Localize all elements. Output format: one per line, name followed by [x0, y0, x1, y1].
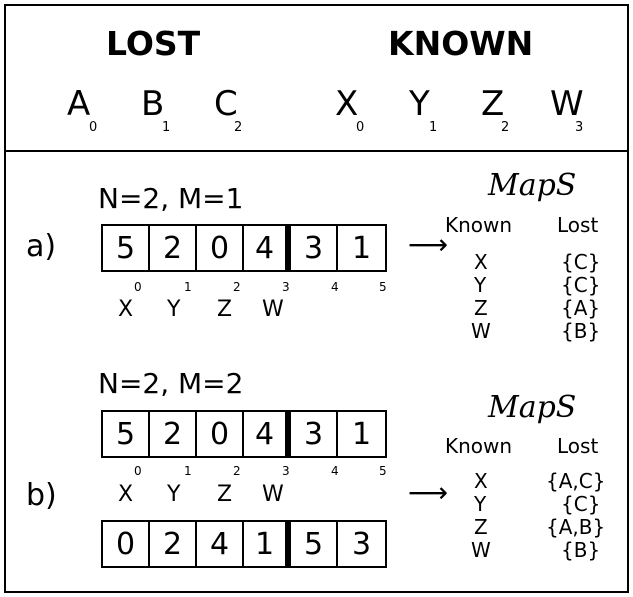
maps-lost-cell: {C} [561, 273, 601, 297]
array-index: 1 [184, 280, 192, 294]
lost-var-a: A [67, 84, 91, 124]
maps-known-cell: X [474, 469, 488, 493]
lost-var-a-sub: 0 [89, 120, 98, 135]
maps-lost-cell: {A,C} [546, 469, 606, 493]
example-a-col-known: Known [445, 213, 513, 237]
maps-known-cell: Z [474, 296, 488, 320]
known-var-y-sub: 1 [429, 120, 438, 135]
known-label: Z [217, 297, 233, 322]
array-cell: 5 [291, 522, 338, 566]
array-index: 5 [379, 280, 387, 294]
example-b-array-2: 0 2 4 1 5 3 [101, 520, 387, 568]
array-cell: 3 [291, 412, 338, 456]
array-cell: 3 [351, 526, 372, 562]
known-var-x-sub: 0 [356, 120, 365, 135]
array-cell: 1 [351, 230, 372, 266]
maps-lost-cell: {A} [561, 296, 601, 320]
maps-lost-cell: {A,B} [546, 515, 606, 539]
array-cell: 2 [150, 412, 197, 456]
array-cell: 5 [103, 412, 150, 456]
known-label: Z [217, 482, 233, 507]
example-b-case-label: b) [26, 478, 57, 513]
known-label: X [118, 482, 134, 507]
maps-lost-cell: {B} [561, 538, 601, 562]
array-index: 4 [331, 280, 339, 294]
example-b-maps-title: MapS [488, 390, 577, 425]
array-cell: 4 [197, 522, 244, 566]
known-var-w-sub: 3 [575, 120, 584, 135]
known-var-z-sub: 2 [501, 120, 510, 135]
header-divider [4, 150, 629, 152]
lost-var-b-sub: 1 [162, 120, 171, 135]
array-cell: 5 [103, 226, 150, 270]
example-b-params: N=2, M=2 [98, 367, 244, 400]
maps-known-cell: X [474, 250, 488, 274]
maps-known-cell: Y [474, 492, 487, 516]
mapping-arrow: ⟶ [408, 228, 449, 261]
array-cell: 1 [244, 522, 291, 566]
array-cell: 2 [150, 522, 197, 566]
known-label: W [262, 297, 284, 322]
array-cell: 2 [150, 226, 197, 270]
known-label: W [262, 482, 284, 507]
known-label: Y [167, 482, 181, 507]
array-index: 5 [379, 464, 387, 478]
maps-known-cell: W [471, 319, 491, 343]
example-a-maps-title: MapS [488, 168, 577, 203]
array-cell: 4 [244, 226, 291, 270]
example-a-params: N=2, M=1 [98, 182, 244, 215]
maps-known-cell: Z [474, 515, 488, 539]
example-a-col-lost: Lost [557, 213, 599, 237]
known-var-y: Y [409, 84, 430, 124]
known-label: Y [167, 297, 181, 322]
array-index: 3 [282, 464, 290, 478]
lost-var-b: B [141, 84, 165, 124]
maps-lost-cell: {B} [561, 319, 601, 343]
example-a-case-label: a) [26, 229, 57, 264]
array-index: 4 [331, 464, 339, 478]
known-var-w: W [550, 84, 584, 124]
array-cell: 0 [103, 522, 150, 566]
array-cell: 1 [351, 416, 372, 452]
array-index: 1 [184, 464, 192, 478]
lost-var-c-sub: 2 [234, 120, 243, 135]
array-index: 0 [134, 280, 142, 294]
array-cell: 0 [197, 226, 244, 270]
known-title: KNOWN [388, 24, 534, 63]
lost-title: LOST [106, 24, 201, 63]
array-index: 0 [134, 464, 142, 478]
lost-var-c: C [214, 84, 238, 124]
example-a-array: 5 2 0 4 3 1 [101, 224, 387, 272]
known-var-z: Z [481, 84, 505, 124]
figure-frame [4, 4, 629, 593]
maps-lost-cell: {C} [561, 492, 601, 516]
array-index: 2 [233, 280, 241, 294]
maps-known-cell: Y [474, 273, 487, 297]
example-b-col-known: Known [445, 434, 513, 458]
mapping-arrow: ⟶ [408, 476, 449, 509]
maps-lost-cell: {C} [561, 250, 601, 274]
array-cell: 4 [244, 412, 291, 456]
example-b-array-1: 5 2 0 4 3 1 [101, 410, 387, 458]
known-var-x: X [335, 84, 359, 124]
array-cell: 0 [197, 412, 244, 456]
example-b-col-lost: Lost [557, 434, 599, 458]
array-index: 2 [233, 464, 241, 478]
array-cell: 3 [291, 226, 338, 270]
maps-known-cell: W [471, 538, 491, 562]
array-index: 3 [282, 280, 290, 294]
known-label: X [118, 297, 134, 322]
